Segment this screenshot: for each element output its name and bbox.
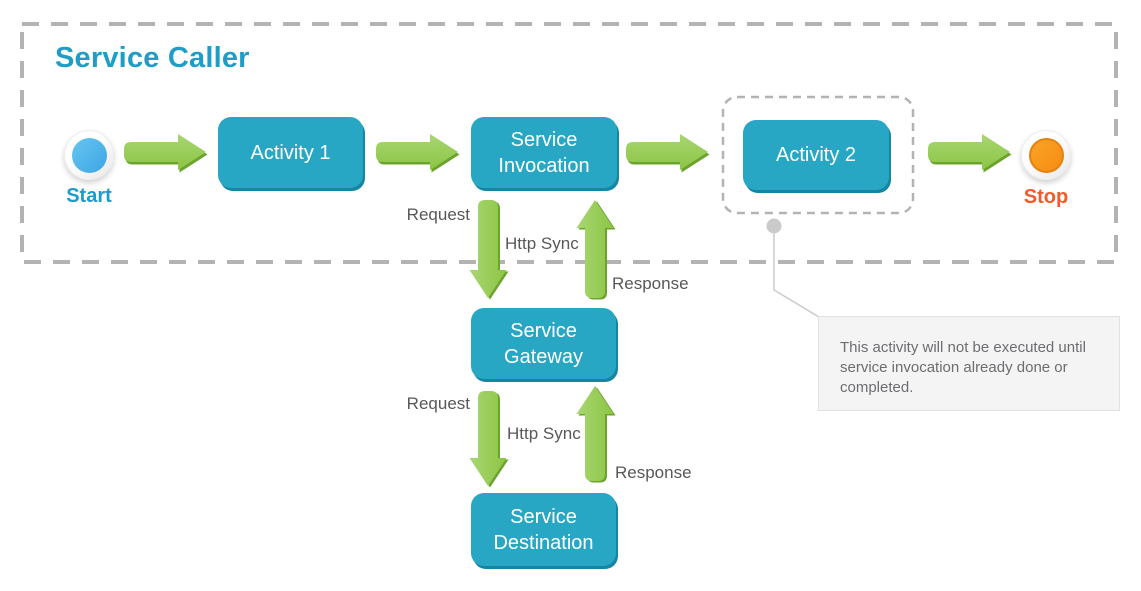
- gateway-request-label: Request: [406, 394, 470, 413]
- invocation-http-sync-label: Http Sync: [505, 234, 579, 253]
- stop-event-label: Stop: [1023, 186, 1069, 208]
- start-event: [64, 130, 114, 180]
- gateway-response-label: Response: [615, 463, 692, 482]
- activity1-node: Activity 1: [218, 117, 363, 188]
- service-destination-node: Service Destination: [471, 493, 616, 566]
- start-event-label: Start: [66, 185, 112, 207]
- start-event-icon: [71, 137, 107, 173]
- annotation-note: This activity will not be executed until…: [818, 316, 1120, 411]
- service-gateway-node: Service Gateway: [471, 308, 616, 379]
- arrow-activity1-to-invocation: [376, 134, 460, 173]
- arrow-invocation-response-up: [576, 200, 616, 300]
- service-invocation-node: Service Invocation: [471, 117, 617, 188]
- arrow-gateway-request-down: [469, 391, 509, 488]
- note-connector-dot: [766, 218, 782, 234]
- invocation-response-label: Response: [612, 274, 689, 293]
- activity2-dashed-group: [721, 95, 915, 215]
- invocation-request-label: Request: [406, 205, 470, 224]
- note-connector-line: [773, 233, 820, 318]
- stop-event-icon: [1028, 137, 1064, 173]
- arrow-invocation-request-down: [469, 200, 509, 300]
- arrow-invocation-to-activity2: [626, 134, 710, 173]
- arrow-start-to-activity1: [124, 134, 208, 173]
- arrow-gateway-response-up: [576, 386, 616, 483]
- diagram-title: Service Caller: [55, 42, 250, 74]
- activity2-node: Activity 2: [743, 120, 889, 190]
- gateway-http-sync-label: Http Sync: [507, 424, 581, 443]
- stop-event: [1021, 130, 1071, 180]
- arrow-activity2-to-stop: [928, 134, 1012, 173]
